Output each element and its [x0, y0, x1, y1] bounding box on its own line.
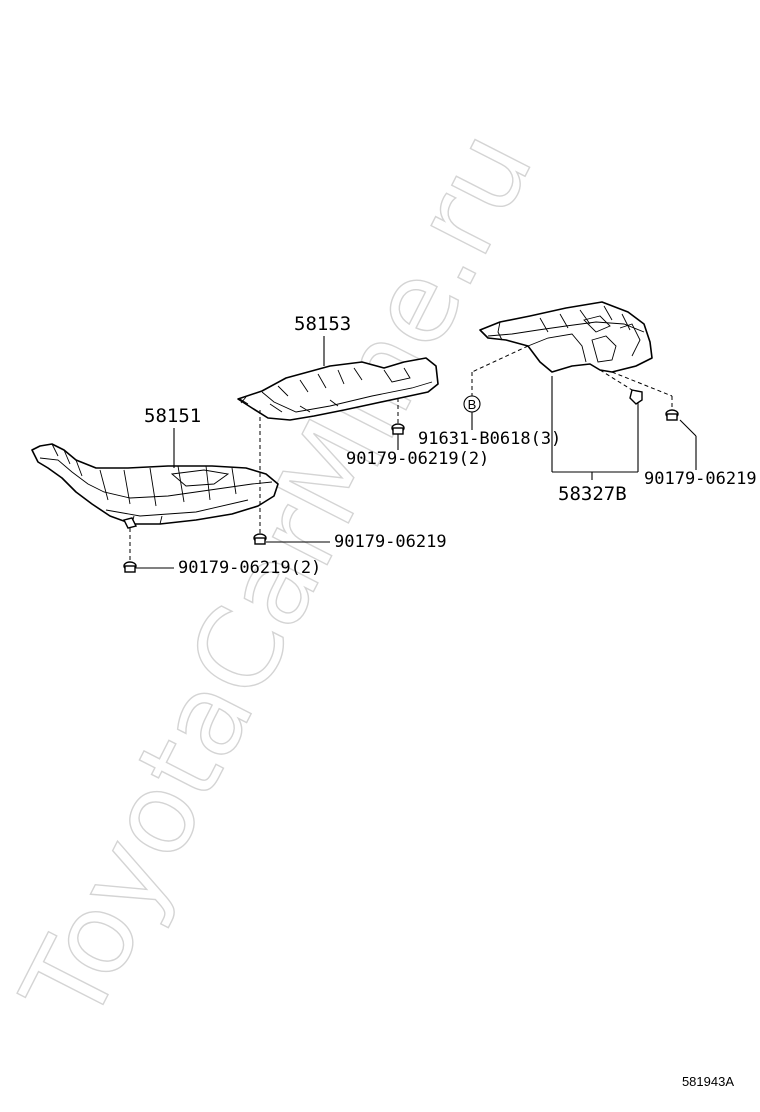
- part-label-58327b: 58327B: [558, 483, 627, 505]
- fastener-label-clip-91631: 91631-B0618(3): [418, 429, 561, 449]
- bolt-icon-58151-right: [253, 533, 267, 545]
- part-label-58153: 58153: [294, 313, 351, 335]
- diagram-code: 581943A: [682, 1074, 734, 1089]
- bolt-icon-58151-bottom: [123, 561, 137, 573]
- part-label-58151: 58151: [144, 405, 201, 427]
- fastener-label-bolt-58151-bottom: 90179-06219(2): [178, 558, 321, 578]
- heat-insulator-58327b: [479, 301, 653, 373]
- bolt-icon-58327b: [665, 409, 679, 421]
- reference-marker-label: B: [468, 397, 477, 412]
- reference-marker-b: B: [463, 395, 481, 413]
- fastener-label-bolt-58153: 90179-06219(2): [346, 449, 489, 469]
- heat-insulator-58153: [237, 357, 439, 421]
- leader-lines: [129, 336, 697, 569]
- bolt-icon-58153: [391, 423, 405, 435]
- fastener-label-bolt-58151-right: 90179-06219: [334, 532, 447, 552]
- clip-icon-58327b: [629, 389, 643, 405]
- fastener-label-bolt-58327b: 90179-06219: [644, 469, 757, 489]
- heat-insulator-58151: [31, 443, 279, 529]
